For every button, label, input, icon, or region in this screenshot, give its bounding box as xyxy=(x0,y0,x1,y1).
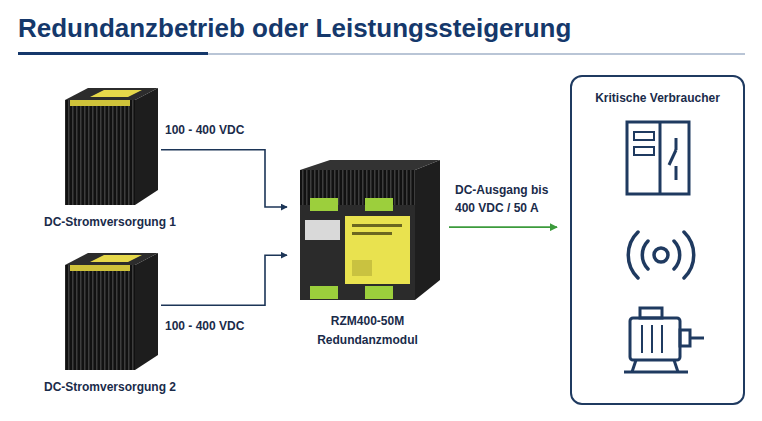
terminal-block xyxy=(310,198,338,211)
motor-foot xyxy=(632,360,636,372)
wireless-arc xyxy=(628,232,638,278)
motor-shaft xyxy=(690,337,704,340)
wireless-center xyxy=(654,248,668,262)
module-panel-line xyxy=(352,224,402,227)
power-supply: DC-Stromversorgung 2 xyxy=(60,250,160,370)
motor-icon xyxy=(624,308,704,372)
plc-switch xyxy=(675,166,678,180)
power-supply-illustration xyxy=(65,88,158,205)
plc-slot xyxy=(634,132,654,140)
plc-switch xyxy=(675,138,678,150)
module-panel xyxy=(345,216,410,284)
redundancy-module: RZM400-50M Redundanzmodul xyxy=(290,160,445,300)
connector-arrow xyxy=(161,150,287,207)
wireless-arc xyxy=(642,241,648,269)
motor-body xyxy=(630,318,680,360)
plc-switch xyxy=(669,150,676,165)
motor-flange xyxy=(680,330,690,346)
edge-label: 100 - 400 VDC xyxy=(165,317,275,335)
motor-base xyxy=(624,371,688,374)
motor-fin xyxy=(661,325,663,353)
motor-fin xyxy=(641,325,643,353)
wireless-arc xyxy=(684,232,694,278)
node-label: DC-Stromversorgung 2 xyxy=(44,378,176,397)
plc-slot xyxy=(634,147,654,155)
plc-icon xyxy=(627,122,689,194)
module-panel-led xyxy=(352,260,372,276)
node-text-group: DC-Stromversorgung 1 xyxy=(20,213,200,232)
module-panel-line xyxy=(352,232,392,235)
terminal-block xyxy=(365,286,393,299)
node-text-group: Kritische Verbraucher xyxy=(575,89,740,108)
module-illustration xyxy=(300,160,440,300)
node-label: DC-Stromversorgung 1 xyxy=(44,213,176,232)
module-body xyxy=(300,205,415,300)
node-text-group: DC-Stromversorgung 2 xyxy=(20,378,200,397)
consumer-group-box: Kritische Verbraucher xyxy=(570,75,745,405)
connector-arrow xyxy=(449,226,557,228)
wireless-icon xyxy=(628,232,694,278)
wireless-arc xyxy=(674,241,680,269)
title-rule-light xyxy=(208,53,745,55)
terminal-block xyxy=(310,286,338,299)
node-label: RZM400-50M Redundanzmodul xyxy=(312,312,424,350)
title-rule-dark xyxy=(18,52,208,55)
module-side xyxy=(415,160,440,300)
plc-frame xyxy=(627,122,689,194)
connector-arrow xyxy=(161,255,287,305)
motor-foot xyxy=(674,360,678,372)
terminal-block xyxy=(365,198,393,211)
node-text-group: RZM400-50M Redundanzmodul xyxy=(312,312,424,350)
edge-label: DC-Ausgang bis 400 VDC / 50 A xyxy=(455,181,560,217)
motor-fin xyxy=(651,325,653,353)
power-supply-illustration xyxy=(65,253,158,370)
plc-divider xyxy=(659,122,662,194)
diagram-title: Redundanzbetrieb oder Leistungssteigerun… xyxy=(18,13,571,44)
power-supply: DC-Stromversorgung 1 xyxy=(60,85,160,205)
module-plate xyxy=(305,220,340,240)
edge-label: 100 - 400 VDC xyxy=(165,121,275,139)
group-heading: Kritische Verbraucher xyxy=(595,89,720,108)
